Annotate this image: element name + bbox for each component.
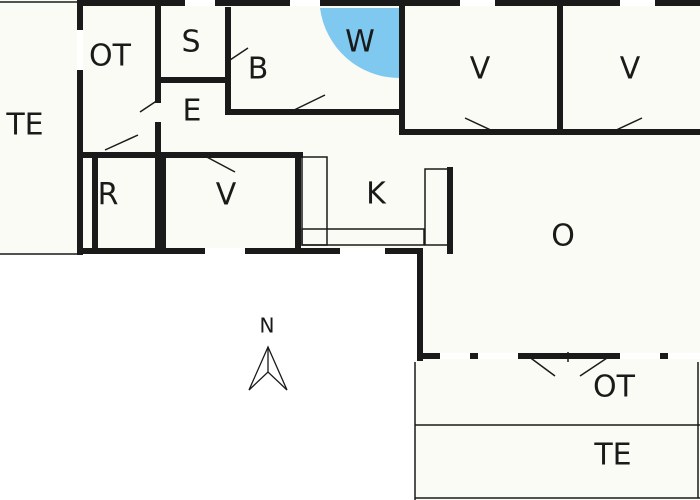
- north-arrow-icon: [248, 345, 288, 391]
- room-label-te-left: TE: [5, 108, 43, 143]
- doors: [104, 47, 643, 377]
- room-label-v-mid: V: [216, 178, 237, 213]
- floor-covered-terrace-bottom: [415, 360, 700, 425]
- room-label-w: W: [345, 25, 375, 60]
- compass: N: [248, 314, 288, 391]
- room-label-b: B: [248, 52, 269, 87]
- room-label-ot-bottom: OT: [593, 370, 636, 405]
- kitchen-counter-bottom: [301, 228, 425, 246]
- room-label-v-top-1: V: [470, 52, 491, 87]
- room-label-te-bottom: TE: [593, 438, 631, 473]
- floor-living-area: [420, 135, 700, 360]
- floor-terrace-bottom: [415, 425, 700, 500]
- windows: [77, 0, 700, 359]
- floor-terrace-left: [0, 0, 80, 255]
- room-label-o: O: [551, 219, 575, 254]
- room-label-s: S: [181, 25, 200, 60]
- room-label-e: E: [183, 94, 202, 129]
- wellness-zone: [320, 8, 400, 79]
- room-label-r: R: [98, 178, 119, 213]
- room-label-v-top-2: V: [620, 52, 641, 87]
- room-label-k: K: [366, 177, 387, 212]
- room-label-ot-top: OT: [89, 39, 132, 74]
- compass-label: N: [260, 314, 275, 338]
